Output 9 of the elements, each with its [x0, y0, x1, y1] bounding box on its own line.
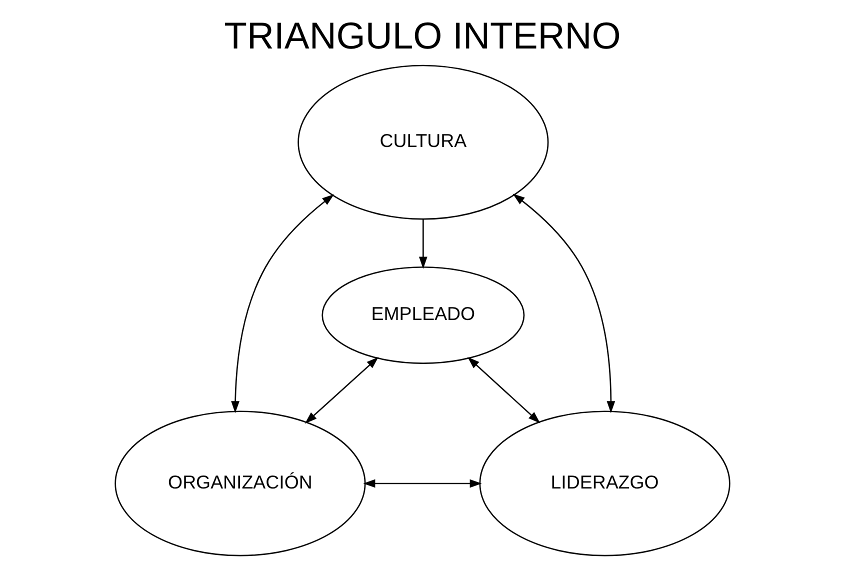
arrow — [231, 194, 334, 414]
arrow — [363, 479, 482, 488]
arrow — [468, 356, 540, 424]
node-ellipse: CULTURA — [298, 64, 549, 220]
arrow — [304, 356, 378, 424]
node-ellipse: EMPLEADO — [322, 266, 525, 364]
arrow — [418, 219, 428, 269]
arrow — [512, 194, 616, 414]
diagram-title: TRIANGULO INTERNO — [224, 14, 621, 57]
